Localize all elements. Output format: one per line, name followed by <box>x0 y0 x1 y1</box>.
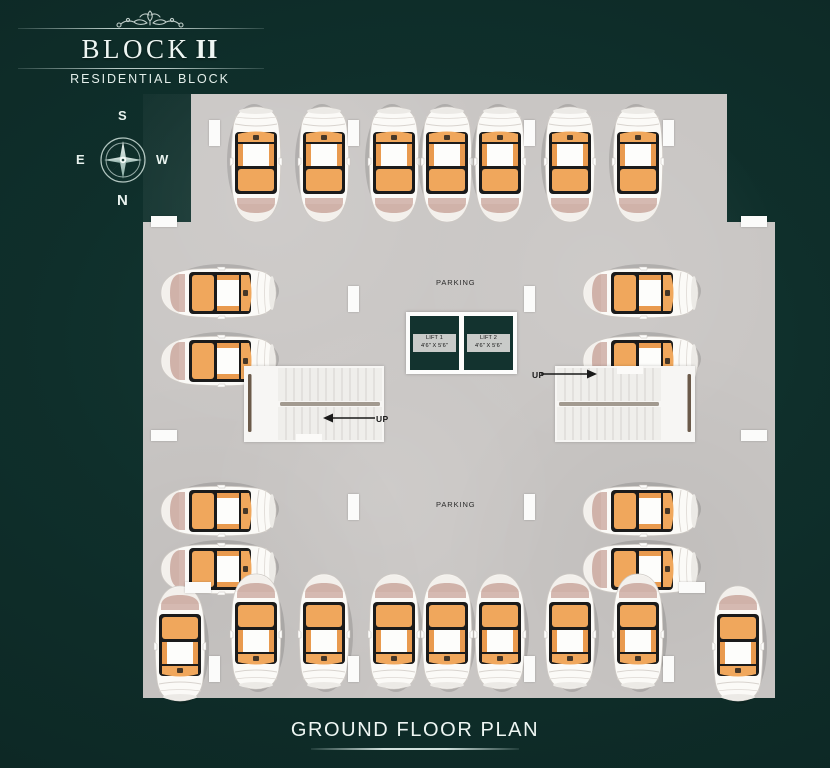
car-top-7 <box>609 106 667 224</box>
footer-rule <box>311 748 519 750</box>
car-top-3 <box>365 106 423 224</box>
compass-label-west: W <box>156 152 169 167</box>
car-bottom-6 <box>541 572 600 693</box>
pillar-mid-left <box>348 286 359 312</box>
pillar-upper-left <box>151 216 177 227</box>
lift-2-name: LIFT 2 <box>480 335 497 342</box>
car-bottom-7 <box>609 572 668 693</box>
lift-1-tag: LIFT 1 4'6" X 5'6" <box>413 333 456 353</box>
lift-1-size: 4'6" X 5'6" <box>420 343 449 349</box>
pillar-mid-right <box>524 286 535 312</box>
pillar-bottom-left-ext <box>185 582 211 593</box>
block-subtitle: RESIDENTIAL BLOCK <box>70 72 230 86</box>
arrow-left-icon <box>323 412 377 424</box>
pillar-bottom-3 <box>524 656 535 682</box>
car-bottom-3 <box>365 572 424 693</box>
staircase-right-up-label: UP <box>532 370 545 380</box>
pillar-lower-right <box>741 430 767 441</box>
pillar-bottom-right-ext <box>679 582 705 593</box>
block-numeral: II <box>195 34 219 64</box>
staircase-left <box>244 366 384 442</box>
pillar-bottom-2 <box>348 656 359 682</box>
car-right-2 <box>611 302 729 360</box>
car-top-1 <box>227 106 285 224</box>
car-corner-bottom-left <box>151 584 210 705</box>
pillar-upper-right <box>741 216 767 227</box>
arrow-right-icon <box>539 368 597 380</box>
car-left-2 <box>189 302 307 360</box>
car-top-4 <box>418 106 476 224</box>
compass-label-south: S <box>118 108 128 123</box>
car-bottom-4 <box>418 572 477 693</box>
pillar-mid-left-2 <box>348 494 359 520</box>
car-left-1 <box>189 234 307 292</box>
car-right-3 <box>611 452 729 510</box>
car-right-1 <box>611 234 729 292</box>
pillar-bottom-1 <box>209 656 220 682</box>
car-bottom-1 <box>227 572 286 693</box>
car-corner-bottom-right <box>709 584 768 705</box>
car-bottom-5 <box>471 572 530 693</box>
car-right-4 <box>611 510 729 568</box>
pillar-top-1 <box>209 120 220 146</box>
car-top-6 <box>541 106 599 224</box>
lift-2-tag: LIFT 2 4'6" X 5'6" <box>467 333 510 353</box>
staircase-left-up-label: UP <box>376 414 389 424</box>
staircase-right <box>555 366 695 442</box>
ground-floor-plan: LIFT 1 4'6" X 5'6" LIFT 2 4'6" X 5'6" <box>143 94 775 705</box>
pillar-lower-left <box>151 430 177 441</box>
header-rule-top <box>18 28 264 29</box>
footer-title: GROUND FLOOR PLAN <box>290 719 540 741</box>
lift-1[interactable]: LIFT 1 4'6" X 5'6" <box>410 316 459 370</box>
car-left-3 <box>189 452 307 510</box>
pillar-top-2 <box>348 120 359 146</box>
car-top-5 <box>471 106 529 224</box>
pillar-top-3 <box>524 120 535 146</box>
parking-label-top: PARKING <box>436 278 476 287</box>
car-left-4 <box>189 510 307 568</box>
compass-rose: S N E W <box>73 108 173 212</box>
block-title-text: BLOCK <box>81 34 191 64</box>
lift-2-size: 4'6" X 5'6" <box>474 343 503 349</box>
car-bottom-2 <box>295 572 354 693</box>
header-rule-bottom <box>18 68 264 69</box>
pillar-top-4 <box>663 120 674 146</box>
compass-label-east: E <box>76 152 86 167</box>
car-top-2 <box>295 106 353 224</box>
lift-1-name: LIFT 1 <box>426 335 443 342</box>
pillar-bottom-4 <box>663 656 674 682</box>
lift-group: LIFT 1 4'6" X 5'6" LIFT 2 4'6" X 5'6" <box>406 312 517 374</box>
lift-2[interactable]: LIFT 2 4'6" X 5'6" <box>464 316 513 370</box>
filigree-ornament-icon <box>107 8 193 28</box>
footer: GROUND FLOOR PLAN <box>0 719 830 750</box>
parking-label-bottom: PARKING <box>436 500 476 509</box>
compass-label-north: N <box>117 192 129 209</box>
compass-rose-icon <box>83 116 163 204</box>
pillar-mid-right-2 <box>524 494 535 520</box>
